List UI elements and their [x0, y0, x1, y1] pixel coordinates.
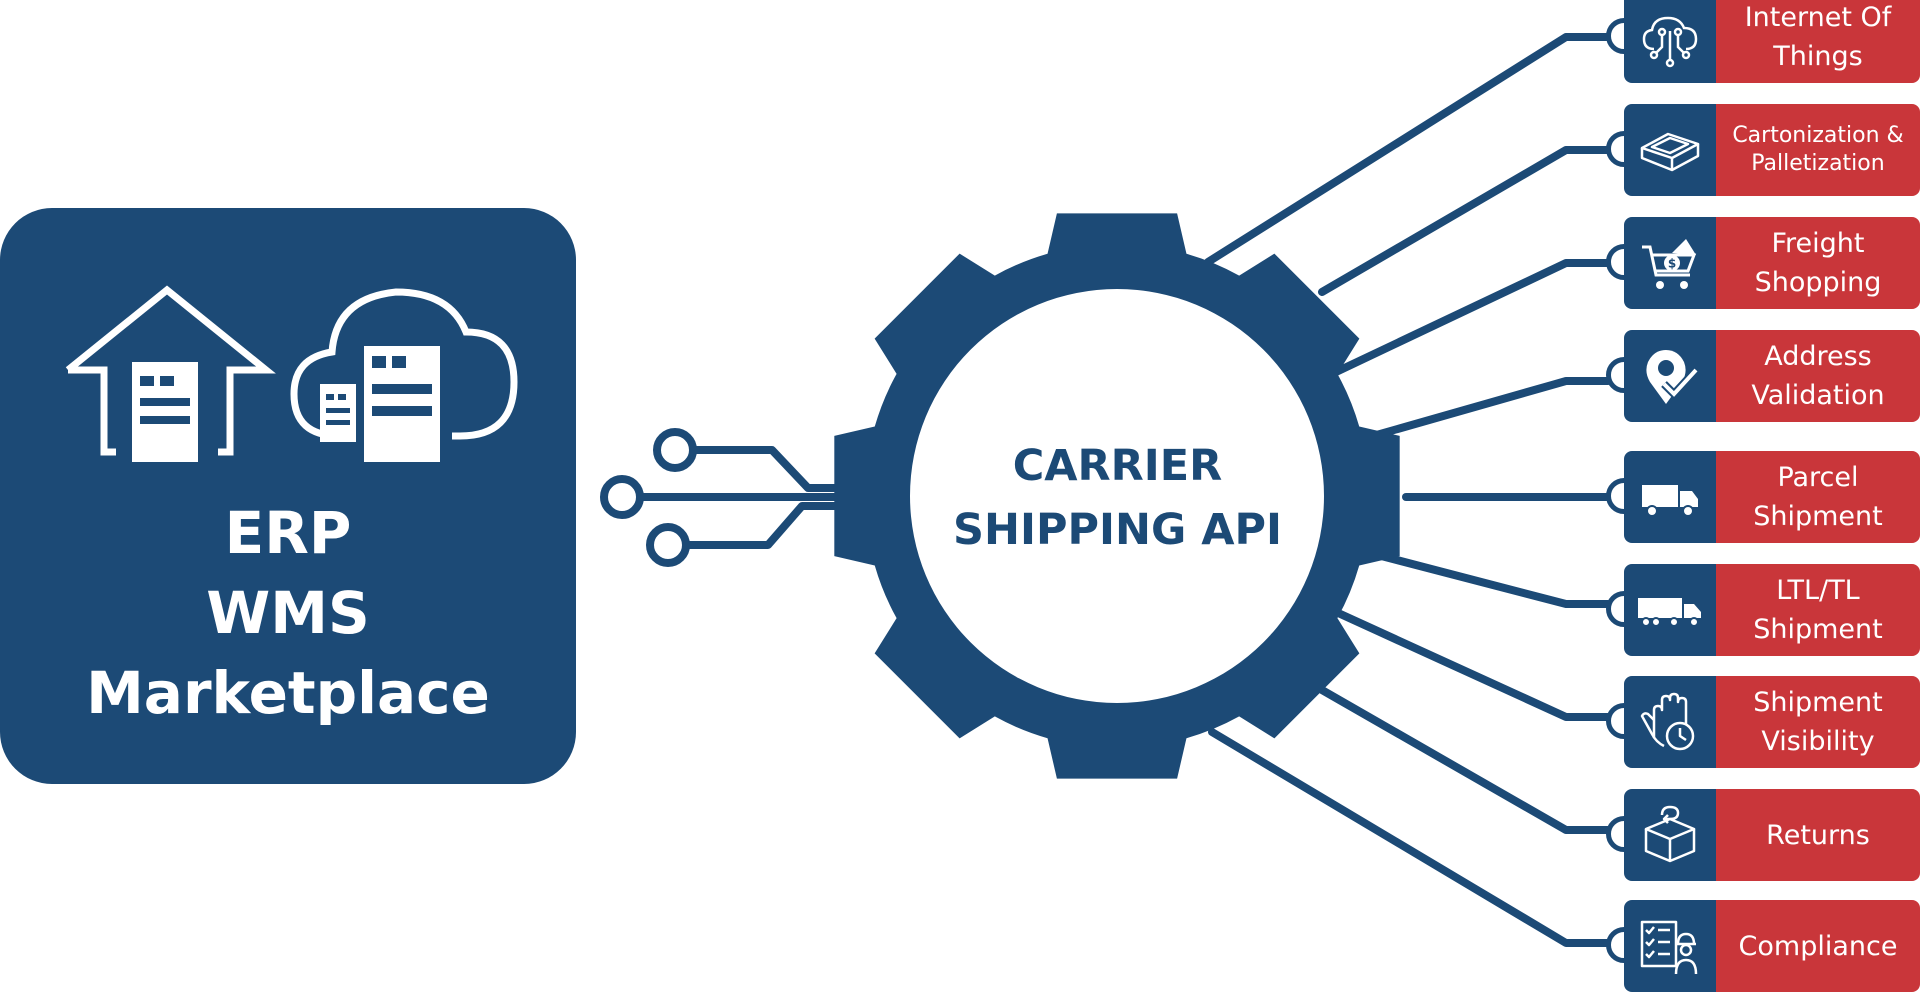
feature-returns[interactable]: Returns	[1606, 789, 1920, 881]
iot-cloud-icon	[1642, 16, 1698, 68]
warehouse-icon	[65, 285, 276, 456]
feature-label: Parcel Shipment	[1753, 462, 1883, 532]
label-erp: ERP	[224, 499, 352, 567]
feature-freight-shopping[interactable]: $ Freight Shopping	[1606, 217, 1920, 309]
carton-box-icon	[1640, 132, 1700, 172]
wire-3	[1332, 259, 1612, 376]
feature-compliance[interactable]: Compliance	[1606, 900, 1920, 992]
feature-cartonization-palletization[interactable]: Cartonization & Palletization	[1606, 104, 1920, 196]
cloud-server-icon	[290, 288, 518, 440]
feature-shipment-visibility[interactable]: Shipment Visibility	[1606, 676, 1920, 768]
wire-1	[1204, 33, 1612, 266]
feature-label: Returns	[1766, 819, 1870, 851]
location-check-icon	[1646, 350, 1699, 404]
left-wire-top	[686, 446, 842, 492]
feature-address-validation[interactable]: Address Validation	[1606, 330, 1920, 422]
wire-9	[1208, 728, 1612, 947]
label-marketplace: Marketplace	[86, 659, 490, 727]
wire-8	[1318, 686, 1612, 834]
source-icons	[65, 285, 518, 462]
feature-label: Internet Of Things	[1744, 2, 1892, 72]
wire-4	[1362, 377, 1612, 442]
wire-2	[1318, 146, 1612, 296]
feature-label: Compliance	[1738, 930, 1898, 962]
source-labels: ERP WMS Marketplace	[0, 493, 576, 733]
source-systems-panel: ERP WMS Marketplace	[0, 208, 576, 784]
feature-ltl-tl-shipment[interactable]: LTL/TL Shipment	[1606, 564, 1920, 656]
left-terminal-top	[653, 428, 697, 472]
feature-label: LTL/TL Shipment	[1753, 575, 1883, 645]
delivery-van-icon	[1642, 485, 1698, 517]
wire-6	[1362, 548, 1612, 608]
feature-label: Freight Shopping	[1754, 228, 1882, 298]
left-terminal-bottom	[646, 523, 690, 567]
hand-clock-icon	[1640, 692, 1695, 751]
feature-label: Address Validation	[1751, 341, 1885, 411]
left-terminal-middle	[600, 475, 644, 519]
left-wire-bottom	[682, 502, 842, 549]
return-box-icon	[1644, 805, 1696, 863]
hub-title-line2: SHIPPING API	[952, 505, 1283, 555]
svg-text:$: $	[1668, 257, 1676, 271]
feature-internet-of-things[interactable]: Internet Of Things	[1606, 0, 1920, 83]
freight-truck-icon	[1638, 598, 1701, 627]
feature-label: Cartonization & Palletization	[1732, 123, 1904, 176]
hub-title: CARRIER SHIPPING API	[900, 434, 1335, 562]
wire-7	[1332, 608, 1612, 721]
shopping-cart-icon: $	[1642, 239, 1697, 289]
hub-title-line1: CARRIER	[1012, 441, 1223, 491]
label-wms: WMS	[206, 579, 370, 647]
feature-parcel-shipment[interactable]: Parcel Shipment	[1606, 451, 1920, 543]
feature-label: Shipment Visibility	[1753, 687, 1883, 757]
compliance-checklist-icon	[1640, 920, 1698, 975]
